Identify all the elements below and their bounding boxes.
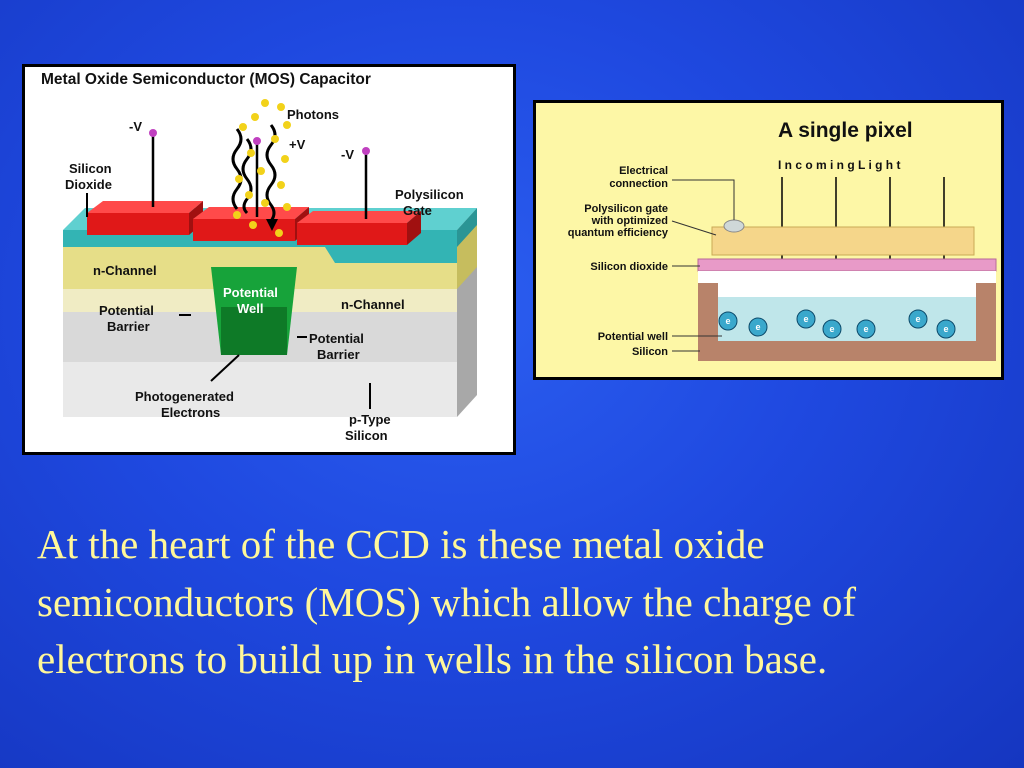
p-type-silicon-lower bbox=[63, 362, 457, 417]
p-type-label-2: Silicon bbox=[345, 428, 388, 443]
pixel-leader-lines bbox=[671, 179, 735, 352]
poly-label-3: quantum efficiency bbox=[568, 227, 669, 239]
gate-center-top bbox=[193, 207, 309, 219]
gate-right bbox=[297, 223, 407, 245]
poly-label-2: with optimized bbox=[591, 215, 668, 227]
potential-well-label: Potential well bbox=[598, 331, 668, 343]
silicon-dioxide-layer bbox=[697, 258, 997, 272]
polysilicon-gate-layer bbox=[711, 226, 975, 256]
slide-caption: At the heart of the CCD is these metal o… bbox=[37, 521, 857, 682]
potential-well-label-2: Well bbox=[237, 301, 264, 316]
electrical-label-2: connection bbox=[609, 178, 668, 190]
terminal-center bbox=[253, 137, 261, 145]
silicon-label: Silicon bbox=[632, 346, 668, 358]
polysilicon-gate-label-1: Polysilicon bbox=[395, 187, 464, 202]
silicon-dioxide-label-2: Dioxide bbox=[65, 177, 112, 192]
n-channel-left-label: n-Channel bbox=[93, 263, 157, 278]
mos-capacitor-illustration: Metal Oxide Semiconductor (MOS) Capacito… bbox=[41, 71, 477, 443]
potential-barrier-right-label-2: Barrier bbox=[317, 347, 360, 362]
polysilicon-gate-label-2: Gate bbox=[403, 203, 432, 218]
photogenerated-label-2: Electrons bbox=[161, 405, 220, 420]
photon-wave-1 bbox=[231, 128, 243, 210]
svg-text:e: e bbox=[829, 324, 834, 334]
gate-right-top bbox=[297, 211, 421, 223]
mos-leader-lines bbox=[86, 193, 371, 409]
gate-left bbox=[87, 213, 189, 235]
gate-right-side bbox=[407, 211, 421, 245]
terminal-left bbox=[149, 129, 157, 137]
single-pixel-diagram: A single pixel I n c o m i n g L i g h t bbox=[533, 100, 1004, 380]
incoming-light-label: I n c o m i n g L i g h t bbox=[778, 158, 900, 172]
electrical-label-1: Electrical bbox=[619, 165, 668, 177]
pos-v-label: +V bbox=[289, 137, 306, 152]
electrons bbox=[718, 309, 956, 339]
neg-v-left-label: -V bbox=[129, 119, 142, 134]
terminal-right bbox=[362, 147, 370, 155]
silicon-dioxide-label: Silicon dioxide bbox=[590, 261, 668, 273]
oxide-right-strip bbox=[325, 247, 457, 263]
svg-text:e: e bbox=[755, 322, 760, 332]
mos-capacitor-diagram: Metal Oxide Semiconductor (MOS) Capacito… bbox=[22, 64, 516, 455]
p-type-label-1: p-Type bbox=[349, 412, 391, 427]
silicon-dioxide-label-1: Silicon bbox=[69, 161, 112, 176]
single-pixel-illustration: A single pixel I n c o m i n g L i g h t bbox=[568, 119, 997, 361]
photogenerated-label-1: Photogenerated bbox=[135, 389, 234, 404]
photon-arrow bbox=[266, 219, 278, 231]
pixel-title: A single pixel bbox=[778, 119, 913, 142]
potential-well-label-1: Potential bbox=[223, 285, 278, 300]
svg-text:e: e bbox=[943, 324, 948, 334]
photons-group bbox=[231, 99, 291, 237]
potential-barrier-right-label-1: Potential bbox=[309, 331, 364, 346]
photon-dots bbox=[233, 99, 291, 237]
svg-text:e: e bbox=[803, 314, 808, 324]
p-type-silicon-side bbox=[457, 260, 477, 417]
mos-title: Metal Oxide Semiconductor (MOS) Capacito… bbox=[41, 71, 371, 88]
oxide-side bbox=[457, 208, 477, 247]
electron-labels: e e e e e e e bbox=[725, 314, 948, 334]
poly-label-1: Polysilicon gate bbox=[584, 203, 668, 215]
svg-text:e: e bbox=[725, 316, 730, 326]
silicon-substrate bbox=[698, 283, 996, 361]
potential-barrier-left-label-1: Potential bbox=[99, 303, 154, 318]
neg-v-right-label: -V bbox=[341, 147, 354, 162]
potential-well-deep bbox=[221, 307, 287, 355]
svg-text:e: e bbox=[915, 314, 920, 324]
electrical-contact bbox=[723, 219, 745, 233]
photon-wave-3 bbox=[265, 124, 277, 222]
svg-text:e: e bbox=[863, 324, 868, 334]
potential-barrier-left-label-2: Barrier bbox=[107, 319, 150, 334]
n-channel-right-label: n-Channel bbox=[341, 297, 405, 312]
photons-label: Photons bbox=[287, 107, 339, 122]
gate-left-top bbox=[87, 201, 203, 213]
